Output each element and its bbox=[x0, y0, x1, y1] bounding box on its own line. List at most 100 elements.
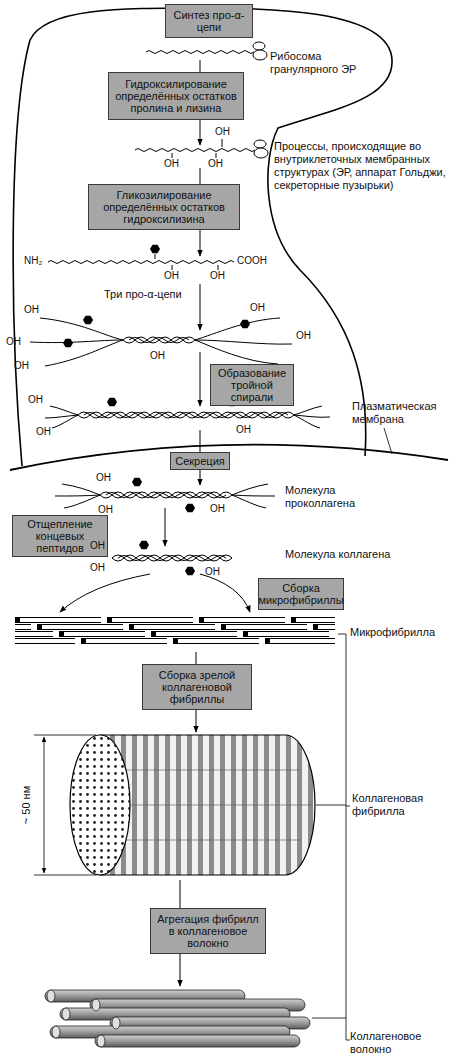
process-box: Сборка зрелой коллагеновой фибриллы bbox=[142, 664, 252, 710]
hydroxyl-label: OH bbox=[6, 336, 21, 348]
process-label: Гидроксилирование определённых остатков … bbox=[112, 78, 240, 114]
annotation-label: Процессы, происходящие во внутриклеточны… bbox=[274, 140, 450, 192]
fiber-end bbox=[112, 1017, 120, 1029]
hydroxyl-stub bbox=[172, 265, 173, 270]
annotation-label: Рибосома гранулярного ЭР bbox=[270, 50, 366, 76]
molecule-row bbox=[15, 617, 335, 623]
hydroxyl-label: OH bbox=[210, 270, 225, 282]
fiber-end bbox=[92, 999, 100, 1011]
molecule-head bbox=[15, 632, 335, 637]
sugar-hexagon bbox=[185, 567, 195, 576]
bracket-line bbox=[346, 806, 350, 1040]
fibril-line bbox=[110, 770, 300, 771]
collagen-molecule bbox=[112, 555, 232, 561]
helix-strand bbox=[78, 412, 294, 418]
molecule-row bbox=[15, 632, 335, 636]
fiber-ends bbox=[47, 990, 120, 1047]
flow-arrow bbox=[165, 508, 166, 546]
dimension-line bbox=[44, 737, 45, 873]
microfibril bbox=[15, 620, 335, 641]
molecule-heads bbox=[15, 620, 335, 641]
process-box: Гликозилирование определённых остатков г… bbox=[88, 184, 240, 230]
process-box: Синтез про-α-цепи bbox=[165, 4, 253, 38]
helix-strand bbox=[123, 337, 195, 343]
sugar-hexagon bbox=[83, 316, 93, 325]
helix-strand bbox=[106, 493, 226, 498]
helix-strand bbox=[112, 555, 232, 561]
flow-arrow bbox=[60, 574, 150, 612]
plasma-membrane bbox=[10, 445, 448, 470]
helix-strand bbox=[118, 556, 226, 561]
hydroxyl-label: OH bbox=[208, 158, 223, 170]
hydroxyl-stub bbox=[216, 153, 217, 158]
flow-arrow bbox=[200, 352, 201, 406]
helix-strand bbox=[129, 338, 189, 343]
molecule-head bbox=[15, 625, 335, 630]
molecule-row bbox=[15, 638, 335, 644]
fiber-end bbox=[52, 1026, 60, 1038]
hydroxyl-label: OH bbox=[28, 394, 43, 406]
chain-end bbox=[40, 318, 123, 340]
cell-outline bbox=[13, 8, 392, 466]
sugar-hexagon bbox=[240, 320, 250, 329]
hydroxyl-label: OH bbox=[164, 270, 179, 282]
process-box: Секреция bbox=[170, 452, 230, 470]
procollagen bbox=[55, 484, 275, 508]
hydroxyl-stub bbox=[218, 265, 219, 270]
chain-end bbox=[294, 415, 320, 428]
sugar-hexagon bbox=[63, 339, 73, 348]
terminus-label: COOH bbox=[237, 255, 267, 267]
dimension-tick bbox=[34, 875, 96, 876]
hydroxyl-label: OH bbox=[236, 424, 251, 436]
hydroxyl-stub bbox=[172, 153, 173, 158]
bracket-line bbox=[316, 805, 346, 806]
chain-end bbox=[294, 406, 322, 415]
flow-arrow bbox=[200, 574, 250, 612]
molecule-row bbox=[15, 618, 335, 622]
hydroxyl-label: OH bbox=[210, 503, 225, 515]
hydroxyl-stub bbox=[222, 139, 223, 147]
hydroxyl-label: OH bbox=[164, 158, 179, 170]
annotation-label: Плазматическая мембрана bbox=[352, 400, 452, 426]
dimension-label: ~ 50 нм bbox=[19, 770, 33, 840]
process-label: Сборка микрофибриллы bbox=[258, 582, 343, 606]
pro-alpha-chain bbox=[135, 149, 255, 152]
fiber-end bbox=[97, 1035, 105, 1047]
flow-arrow bbox=[200, 284, 201, 330]
ribosome-large bbox=[253, 50, 267, 60]
molecule-head bbox=[15, 639, 335, 644]
fiber-end bbox=[47, 990, 55, 1002]
chain-end bbox=[232, 495, 266, 508]
annotation-label: Молекула коллагена bbox=[285, 548, 395, 561]
process-label: Синтез про-α-цепи bbox=[169, 9, 249, 33]
dimension-tick bbox=[34, 735, 96, 736]
hydroxyl-label: OH bbox=[250, 302, 265, 314]
chain-end bbox=[30, 340, 123, 343]
helix-strand bbox=[112, 555, 232, 561]
fiber-fibril bbox=[95, 1035, 300, 1047]
terminus-label: NH₂ bbox=[24, 255, 42, 267]
process-label: Сборка зрелой коллагеновой фибриллы bbox=[146, 669, 248, 705]
process-label: Секреция bbox=[175, 455, 225, 467]
molecule-row bbox=[15, 639, 335, 643]
chain-end bbox=[195, 340, 292, 344]
hydroxyl-label: OH bbox=[24, 304, 39, 316]
hydroxyl-label: OH bbox=[296, 330, 311, 342]
sugar-hexagon bbox=[107, 398, 117, 407]
triple-helix bbox=[45, 406, 330, 428]
helix-strand bbox=[84, 413, 288, 418]
hydroxyl-label: OH bbox=[150, 350, 165, 362]
sugar-hexagon bbox=[139, 541, 149, 550]
annotation-label: Микрофибрилла bbox=[350, 626, 450, 639]
sugar-hexagon bbox=[150, 245, 160, 254]
hydroxyl-label: OH bbox=[90, 562, 105, 574]
helix-strand bbox=[123, 337, 195, 343]
fibril-line bbox=[110, 840, 300, 841]
hydroxyl-label: OH bbox=[98, 504, 113, 516]
chain-end bbox=[50, 406, 78, 415]
hydroxyl-label: OH bbox=[36, 426, 51, 438]
process-label: Агрегация фибрилл в коллагеновое волокно bbox=[154, 913, 262, 949]
pro-alpha-chain bbox=[146, 51, 254, 54]
chain-end bbox=[195, 318, 280, 340]
